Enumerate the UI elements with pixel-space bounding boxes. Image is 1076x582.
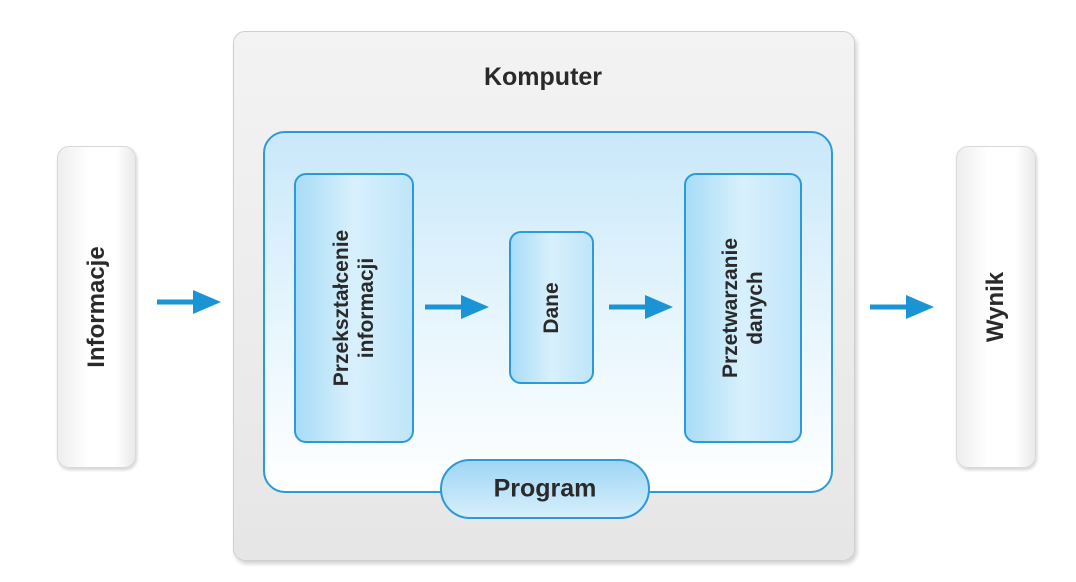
output-label: Wynik bbox=[982, 271, 1009, 343]
arrow-right-icon bbox=[425, 295, 489, 319]
input-box: Informacje bbox=[57, 146, 136, 468]
step-processing-label: Przetwarzanie danych bbox=[718, 238, 768, 378]
output-box: Wynik bbox=[956, 146, 1036, 468]
step-data-label: Dane bbox=[540, 282, 564, 333]
arrow-right-icon bbox=[870, 295, 934, 319]
computer-title: Komputer bbox=[483, 63, 603, 91]
step-data-line1: Dane bbox=[539, 281, 563, 334]
step-transform-box: Przekształcenie informacji bbox=[294, 173, 414, 443]
step-processing-box: Przetwarzanie danych bbox=[684, 173, 802, 443]
step-processing-line1: Przetwarzanie bbox=[719, 237, 742, 379]
step-transform-label: Przekształcenie informacji bbox=[329, 230, 379, 386]
program-pill: Program bbox=[440, 459, 650, 519]
program-label: Program bbox=[493, 474, 597, 503]
arrow-right-icon bbox=[609, 295, 673, 319]
step-transform-line1: Przekształcenie bbox=[330, 229, 353, 387]
step-transform-line2: informacji bbox=[355, 257, 378, 359]
arrow-right-icon bbox=[157, 290, 221, 314]
step-data-box: Dane bbox=[509, 231, 594, 384]
input-label: Informacje bbox=[82, 246, 110, 368]
step-processing-line2: danych bbox=[744, 271, 767, 345]
